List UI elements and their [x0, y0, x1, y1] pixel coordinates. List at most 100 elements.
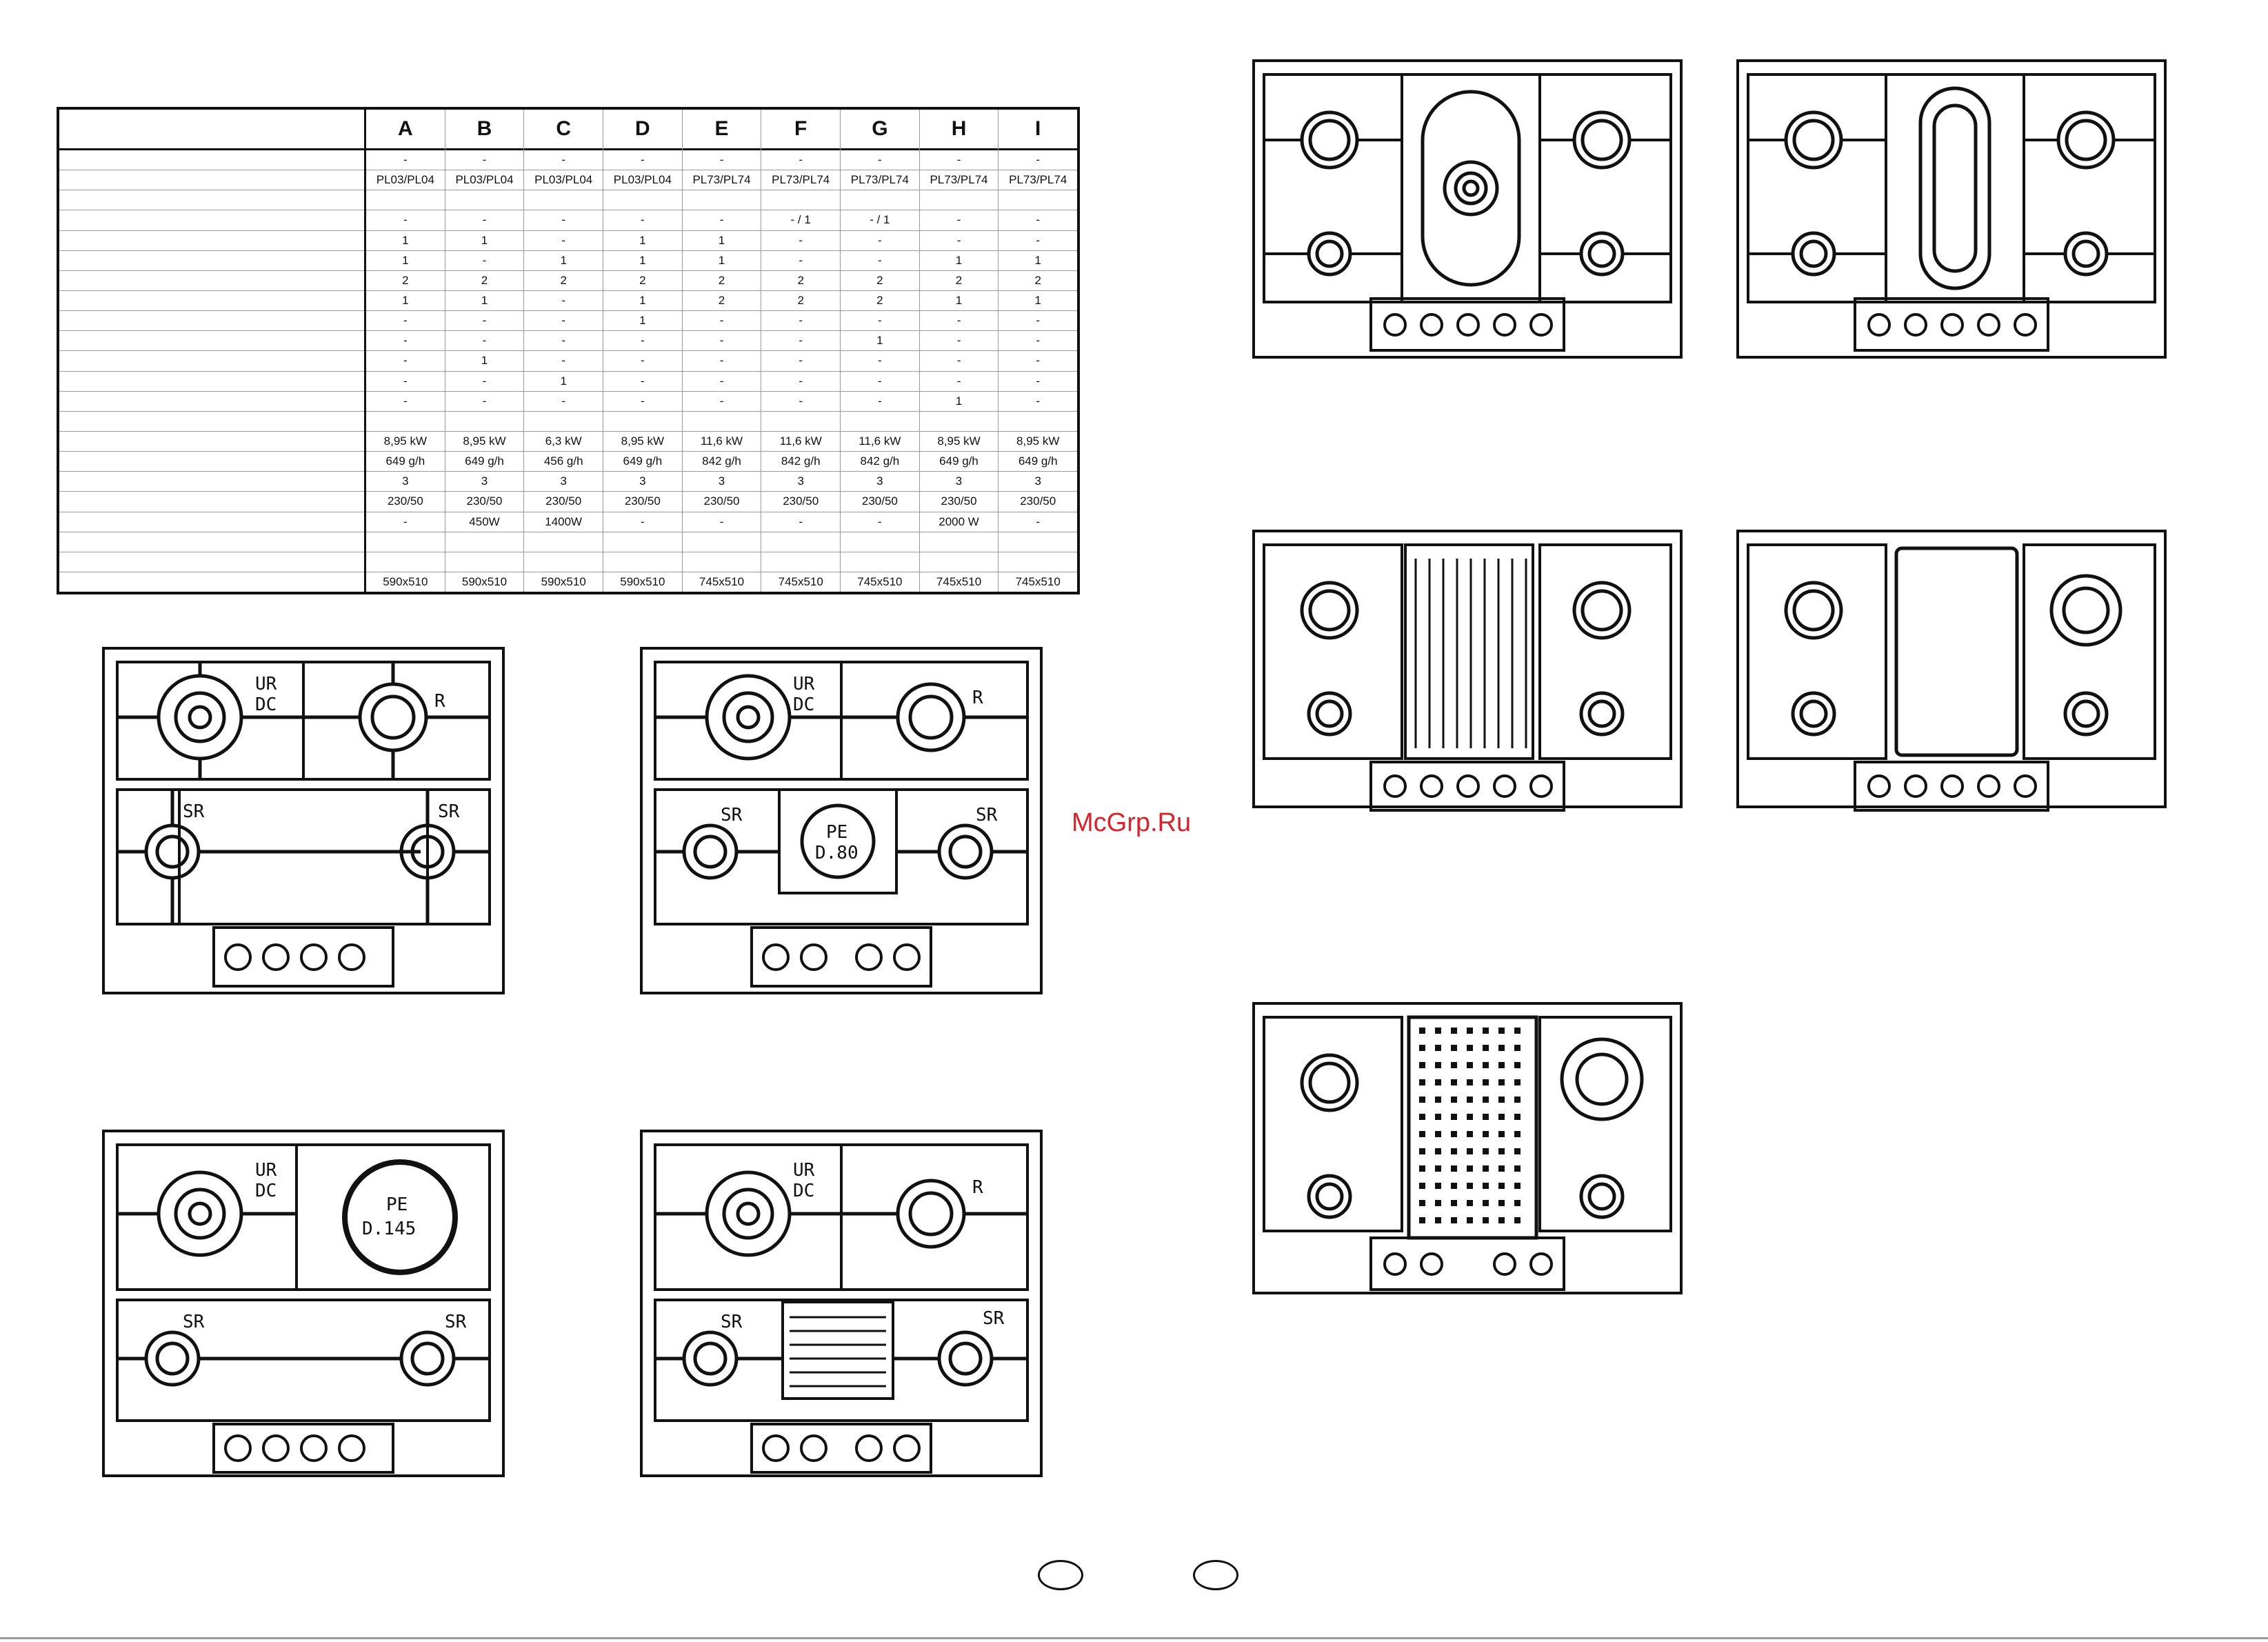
- label-sr: SR: [445, 1312, 467, 1332]
- table-cell: -: [603, 392, 682, 412]
- hob-drawing-f: [1731, 54, 2172, 364]
- table-cell: 3: [445, 472, 524, 492]
- table-cell: -: [919, 331, 998, 352]
- table-cell: 649 g/h: [603, 452, 682, 472]
- table-cell: 590x510: [620, 575, 665, 589]
- table-cell: [603, 412, 682, 432]
- table-cell: [445, 190, 524, 211]
- table-cell: [919, 412, 998, 432]
- table-cell: -: [524, 311, 603, 332]
- table-cell: 1: [603, 291, 682, 312]
- table-cell: 3: [603, 472, 682, 492]
- burner-icon: [117, 662, 303, 779]
- table-cell: 230/50: [761, 492, 841, 512]
- table-cell: -: [445, 150, 524, 171]
- table-cell: 1: [524, 372, 603, 392]
- table-cell: -: [682, 210, 761, 231]
- table-cell: 2: [998, 271, 1078, 291]
- table-cell: -: [998, 231, 1078, 251]
- label-sr: SR: [438, 801, 460, 822]
- table-cell: 1: [998, 251, 1078, 271]
- table-cell: -: [998, 331, 1078, 352]
- table-cell: -: [841, 512, 919, 532]
- table-cell: -: [524, 291, 603, 312]
- griddle-hole: [1451, 1131, 1457, 1137]
- table-cell: -: [445, 210, 524, 231]
- table-cell: 230/50: [919, 492, 998, 512]
- table-cell: [998, 552, 1078, 572]
- hob-drawing-i: [1247, 997, 1688, 1307]
- griddle-hole: [1498, 1045, 1505, 1051]
- table-cell: 11,6 kW: [682, 432, 761, 452]
- table-cell: 2: [841, 271, 919, 291]
- table-cell: -: [761, 311, 841, 332]
- table-cell: 3: [366, 472, 445, 492]
- burner-icon: [655, 823, 779, 880]
- table-cell: 230/50: [998, 492, 1078, 512]
- table-cell: 2: [524, 271, 603, 291]
- table-cell: [366, 190, 445, 211]
- table-cell: -: [841, 351, 919, 372]
- table-cell: 2: [445, 271, 524, 291]
- table-cell: 8,95 kW: [919, 432, 998, 452]
- table-cell: 6,3 kW: [524, 432, 603, 452]
- griddle-hole: [1498, 1114, 1505, 1120]
- griddle-hole: [1514, 1079, 1521, 1085]
- griddle-hole: [1451, 1028, 1457, 1034]
- table-cell: 8,95 kW: [445, 432, 524, 452]
- burner-icon: [655, 1330, 783, 1387]
- griddle-hole: [1451, 1148, 1457, 1154]
- hob-h-svg: [1736, 530, 2167, 812]
- hob-f-svg: [1736, 59, 2167, 359]
- griddle-hole: [1514, 1131, 1521, 1137]
- label-dc: DC: [793, 694, 814, 715]
- griddle-hole: [1419, 1183, 1425, 1189]
- table-cell: 590x510: [541, 575, 586, 589]
- table-cell: 1: [524, 251, 603, 271]
- griddle-hole: [1435, 1148, 1441, 1154]
- table-cell: [603, 532, 682, 552]
- table-cell: PL73/PL74: [761, 170, 841, 191]
- label-ur: UR: [793, 1160, 815, 1181]
- griddle-hole: [1467, 1183, 1473, 1189]
- griddle-hole: [1451, 1097, 1457, 1103]
- table-cell: [445, 532, 524, 552]
- table-cell: -: [524, 231, 603, 251]
- table-cell: 8,95 kW: [603, 432, 682, 452]
- griddle-hole: [1498, 1079, 1505, 1085]
- table-cell: -: [841, 150, 919, 171]
- griddle-hole: [1483, 1131, 1489, 1137]
- page-bottom-rule: [0, 1637, 2268, 1639]
- table-cell: 842 g/h: [761, 452, 841, 472]
- burner-icon: [655, 1170, 841, 1257]
- table-cell: -: [682, 512, 761, 532]
- table-cell: [682, 532, 761, 552]
- table-cell: 1: [445, 291, 524, 312]
- table-cell: 2: [919, 271, 998, 291]
- table-cell: 230/50: [841, 492, 919, 512]
- label-sr: SR: [983, 1308, 1005, 1329]
- table-cell: -: [366, 331, 445, 352]
- table-cell: -: [445, 392, 524, 412]
- hob-drawing-b: UR DC R SR SR PE D.80: [634, 641, 1048, 1000]
- griddle-hole: [1419, 1045, 1425, 1051]
- table-cell: 8,95 kW: [998, 432, 1078, 452]
- griddle-hole: [1467, 1165, 1473, 1172]
- table-cell: -: [998, 351, 1078, 372]
- table-cell: -: [603, 150, 682, 171]
- table-cell: -: [445, 372, 524, 392]
- table-cell: -: [366, 392, 445, 412]
- table-cell: -: [603, 512, 682, 532]
- table-cell: 2: [682, 271, 761, 291]
- table-cell: 2: [682, 291, 761, 312]
- table-cell: -: [761, 512, 841, 532]
- table-cell: 1: [998, 291, 1078, 312]
- label-r: R: [434, 691, 445, 712]
- table-cell: 1: [603, 251, 682, 271]
- table-cell: -: [603, 331, 682, 352]
- knob-icon: [1867, 313, 2037, 337]
